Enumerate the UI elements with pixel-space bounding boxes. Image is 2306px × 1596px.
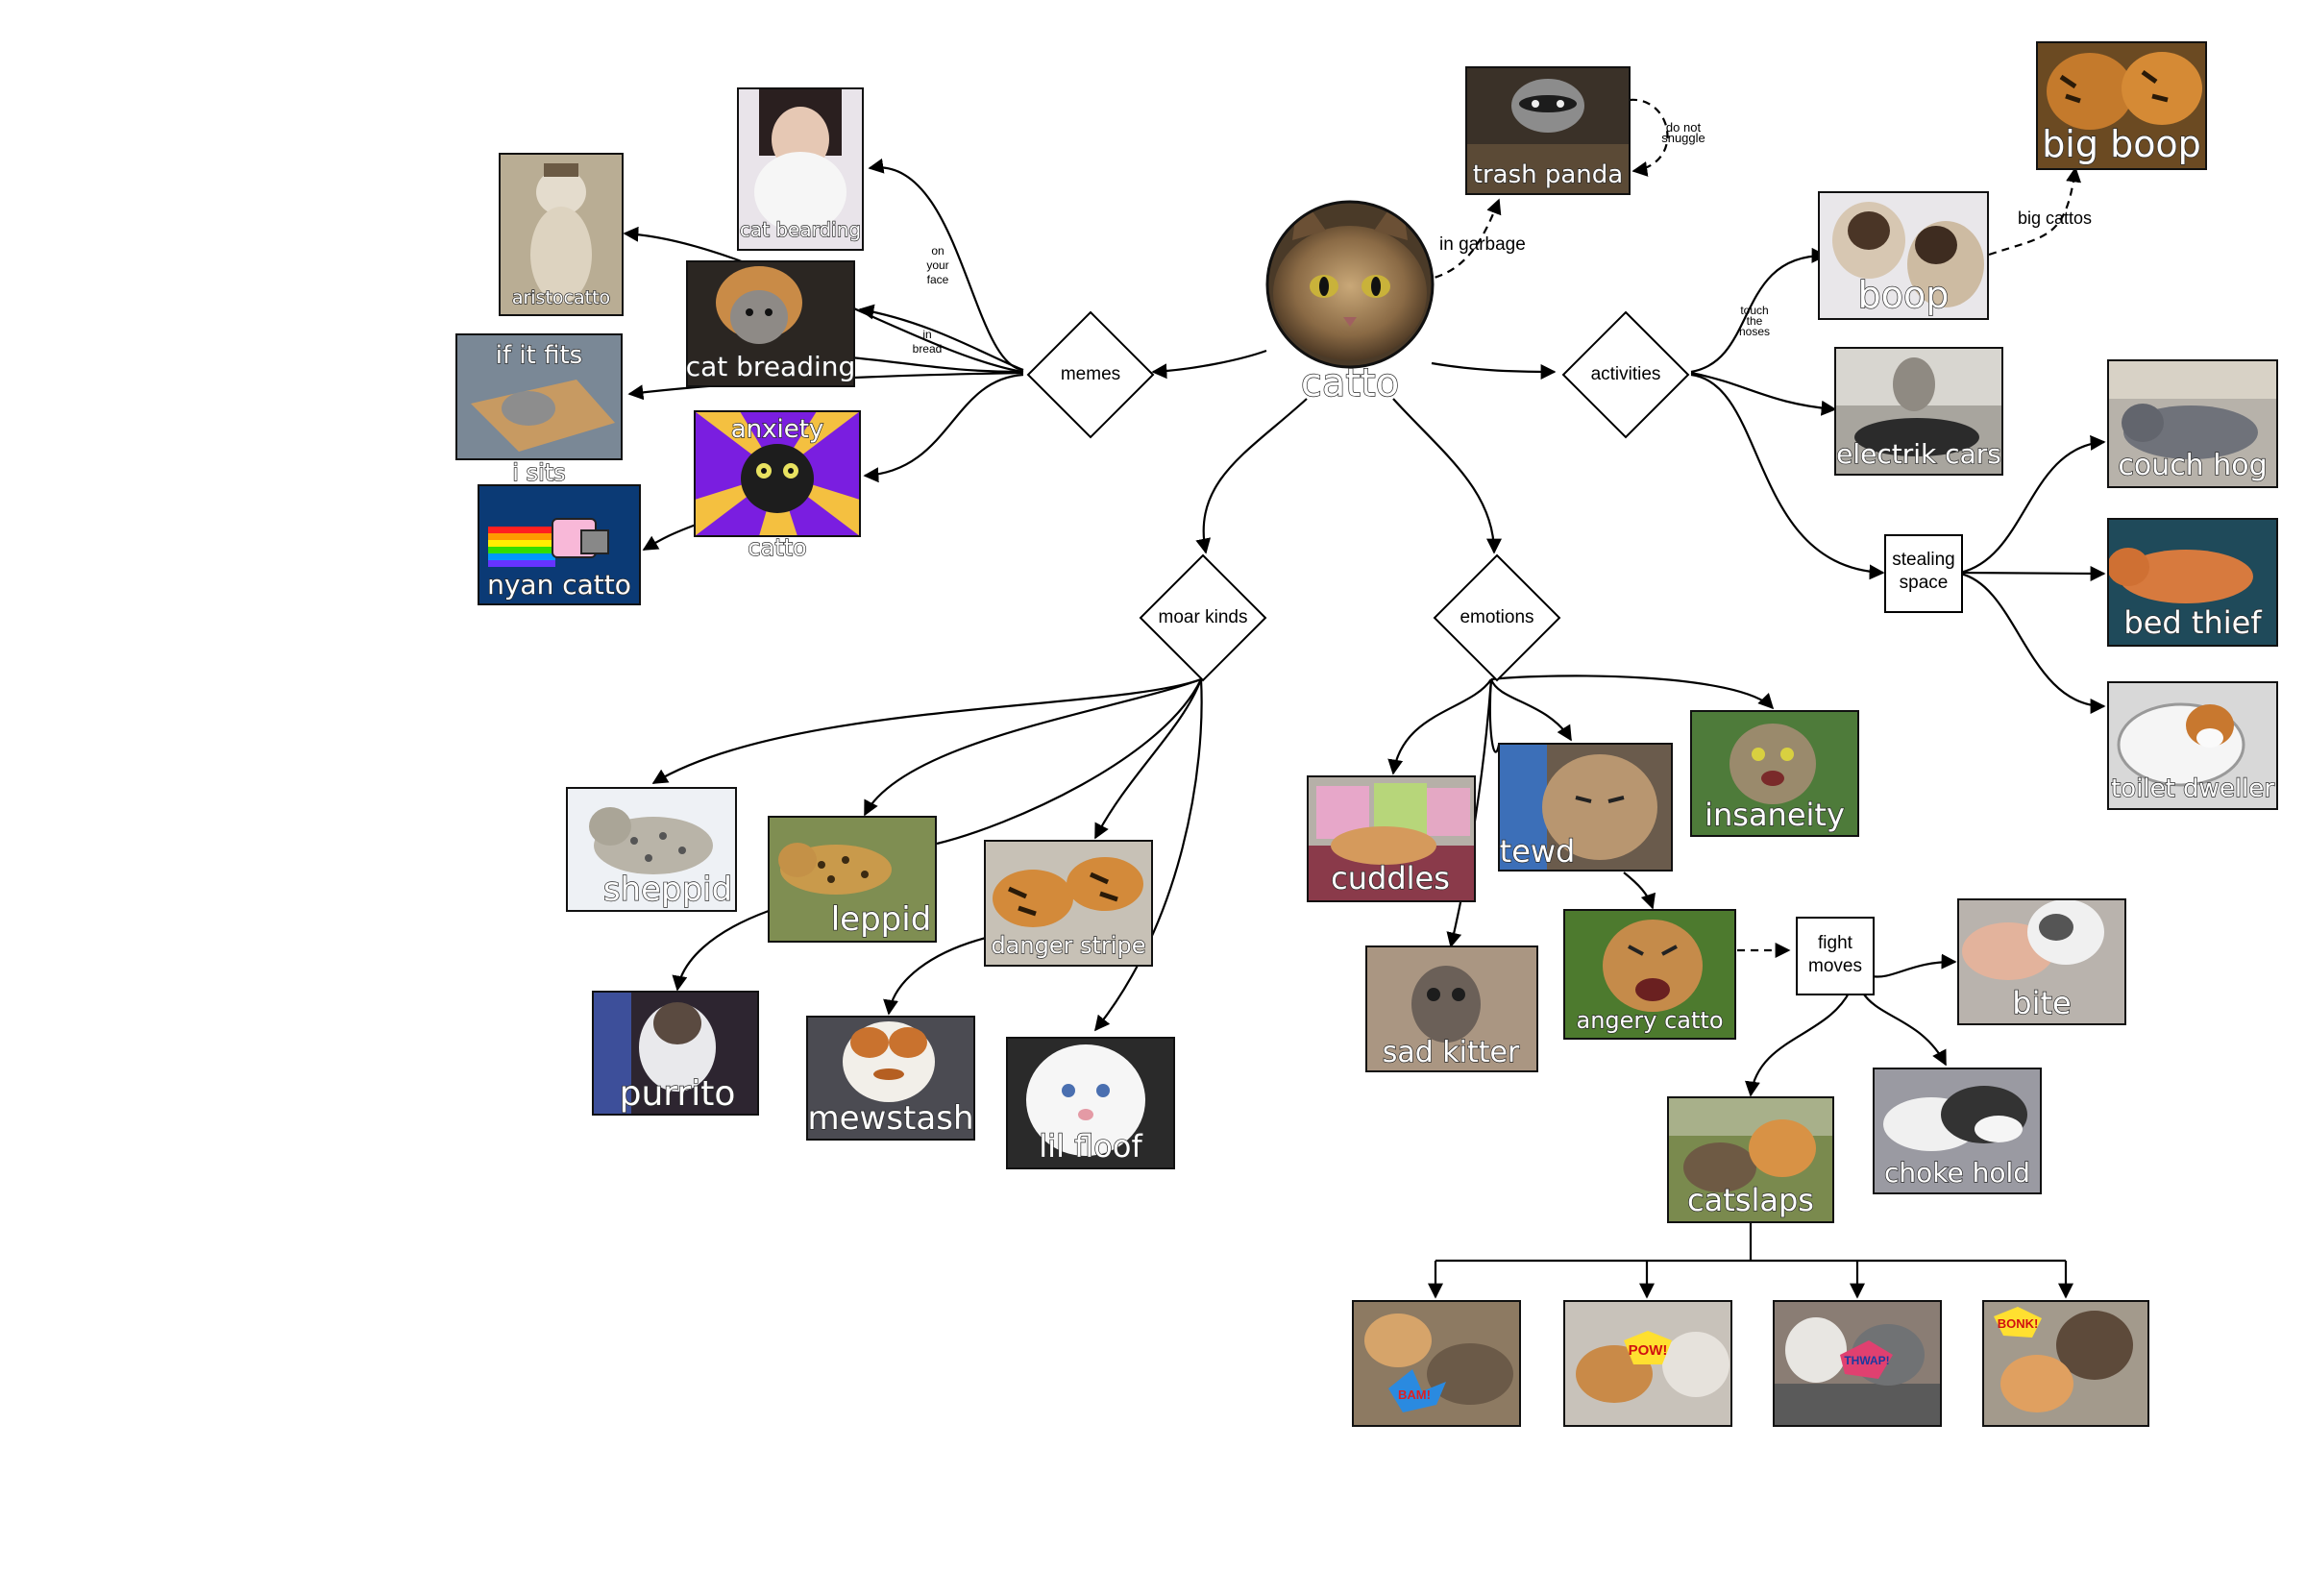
cuddles-label: cuddles xyxy=(1331,860,1450,896)
image-lil-floof[interactable]: lil floof xyxy=(1006,1037,1175,1169)
edge-label-big-cattos: big cattos xyxy=(2018,209,2092,228)
edge-label-your: your xyxy=(926,258,948,272)
tewd-label: tewd xyxy=(1500,833,1576,870)
image-electrik-cars[interactable]: electrik cars xyxy=(1834,347,2003,476)
anxiety-label: anxiety xyxy=(731,415,824,444)
comic-panel-bonk[interactable]: BONK! xyxy=(1982,1300,2149,1427)
box-stealing-space[interactable]: stealing space xyxy=(1884,534,1963,613)
image-nyan-catto[interactable]: nyan catto xyxy=(478,484,641,605)
image-trash-panda[interactable]: trash panda xyxy=(1465,66,1631,195)
image-if-it-fits[interactable]: if it fits i sits xyxy=(455,333,623,487)
image-leppid[interactable]: leppid xyxy=(768,816,937,943)
stealing-label: stealing xyxy=(1892,550,1955,570)
sad-kitter-label: sad kitter xyxy=(1383,1036,1520,1069)
bed-thief-label: bed thief xyxy=(2123,604,2262,641)
image-cat-breading[interactable]: cat breading xyxy=(685,260,856,387)
center-label: catto xyxy=(1301,361,1399,405)
edge-label-noses: noses xyxy=(1739,325,1770,338)
decision-memes[interactable]: memes xyxy=(1026,310,1155,439)
decision-activities-label: activities xyxy=(1591,364,1661,384)
image-anxiety-catto[interactable]: anxiety catto xyxy=(694,410,861,562)
cat-bearding-label: cat bearding xyxy=(740,218,861,241)
i-sits-label: i sits xyxy=(512,459,565,486)
sheppid-label: sheppid xyxy=(603,871,732,909)
edge-label-do-not: do not xyxy=(1666,120,1702,135)
moves-label: moves xyxy=(1808,956,1862,976)
image-choke-hold[interactable]: choke hold xyxy=(1873,1068,2042,1194)
comic-word-bam: BAM! xyxy=(1398,1387,1431,1402)
image-mewstash[interactable]: mewstash xyxy=(806,1016,975,1141)
image-danger-stripe[interactable]: danger stripe xyxy=(984,840,1153,967)
electrik-cars-label: electrik cars xyxy=(1836,438,2001,470)
leppid-label: leppid xyxy=(831,900,932,939)
boop-label: boop xyxy=(1858,274,1950,316)
comic-word-thwap: THWAP! xyxy=(1844,1354,1889,1367)
edge-label-face: face xyxy=(927,273,949,286)
image-bite[interactable]: bite xyxy=(1957,898,2126,1025)
decision-memes-label: memes xyxy=(1061,364,1120,384)
edge-label-the: the xyxy=(1747,314,1763,328)
catslaps-label: catslaps xyxy=(1687,1182,1814,1218)
comic-panel-bam[interactable]: BAM! xyxy=(1352,1300,1521,1427)
mewstash-label: mewstash xyxy=(808,1099,974,1138)
decision-activities[interactable]: activities xyxy=(1561,310,1690,439)
edge-label-snuggle: snuggle xyxy=(1661,131,1705,145)
image-catslaps[interactable]: catslaps xyxy=(1667,1096,1834,1223)
edge-labels: in garbage do not snuggle big cattos tou… xyxy=(913,120,2092,356)
image-bed-thief[interactable]: bed thief xyxy=(2107,518,2278,647)
edge-label-bread: bread xyxy=(913,342,943,356)
edge-label-in-garbage: in garbage xyxy=(1439,234,1526,255)
trash-panda-label: trash panda xyxy=(1473,160,1623,189)
edge-label-in: in xyxy=(922,328,931,341)
comic-panel-thwap[interactable]: THWAP! xyxy=(1773,1300,1942,1427)
decision-emotions[interactable]: emotions xyxy=(1433,553,1561,682)
toilet-dweller-label: toilet dweller xyxy=(2111,774,2274,803)
fight-label: fight xyxy=(1818,933,1853,953)
big-boop-label: big boop xyxy=(2042,123,2201,165)
image-purrito[interactable]: purrito xyxy=(592,991,759,1116)
image-big-boop[interactable]: big boop xyxy=(2036,41,2207,170)
bite-label: bite xyxy=(2012,985,2071,1021)
comic-panel-pow[interactable]: POW! xyxy=(1563,1300,1732,1427)
image-cat-bearding[interactable]: cat bearding xyxy=(737,87,864,251)
angery-catto-label: angery catto xyxy=(1576,1007,1723,1034)
couch-hog-label: couch hog xyxy=(2118,449,2267,482)
space-label: space xyxy=(1900,573,1949,593)
cat-breading-label: cat breading xyxy=(686,351,856,382)
image-sad-kitter[interactable]: sad kitter xyxy=(1365,945,1538,1072)
center-node[interactable]: catto xyxy=(1263,192,1436,406)
image-tewd[interactable]: tewd xyxy=(1498,743,1673,872)
image-insaneity[interactable]: insaneity xyxy=(1690,710,1859,837)
aristocatto-label: aristocatto xyxy=(512,287,610,308)
catto-sub-label: catto xyxy=(748,534,806,561)
purrito-label: purrito xyxy=(620,1074,736,1114)
image-boop[interactable]: boop xyxy=(1818,191,1989,320)
decision-moar-kinds[interactable]: moar kinds xyxy=(1139,553,1267,682)
decision-moar-kinds-label: moar kinds xyxy=(1159,607,1248,627)
nyan-catto-label: nyan catto xyxy=(487,569,631,601)
edge-label-touch: touch xyxy=(1740,304,1768,317)
image-couch-hog[interactable]: couch hog xyxy=(2107,359,2278,488)
lil-floof-label: lil floof xyxy=(1039,1128,1142,1165)
image-sheppid[interactable]: sheppid xyxy=(566,787,737,912)
decision-emotions-label: emotions xyxy=(1460,607,1533,627)
box-fight-moves[interactable]: fight moves xyxy=(1796,917,1875,995)
if-it-fits-label: if it fits xyxy=(496,341,582,370)
image-aristocatto[interactable]: aristocatto xyxy=(499,153,624,316)
image-angery-catto[interactable]: angery catto xyxy=(1563,909,1736,1040)
image-toilet-dweller[interactable]: toilet dweller xyxy=(2107,681,2278,810)
insaneity-label: insaneity xyxy=(1705,797,1845,833)
danger-stripe-label: danger stripe xyxy=(991,932,1145,959)
comic-word-bonk: BONK! xyxy=(1998,1316,2039,1331)
edges xyxy=(623,98,2106,1299)
comic-word-pow: POW! xyxy=(1629,1342,1668,1359)
edge-label-on: on xyxy=(931,244,944,258)
choke-hold-label: choke hold xyxy=(1884,1157,2030,1189)
image-cuddles[interactable]: cuddles xyxy=(1307,775,1476,902)
